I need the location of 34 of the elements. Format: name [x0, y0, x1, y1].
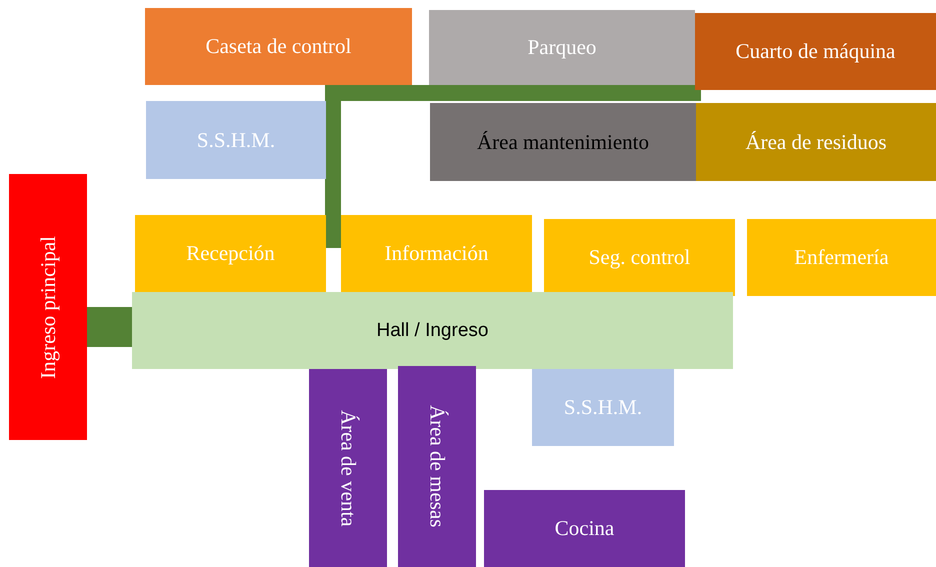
- zone-block: [135, 215, 326, 292]
- zone-label: Hall / Ingreso: [376, 320, 488, 342]
- zone-block: [484, 490, 685, 567]
- zone-label: Cuarto de máquina: [736, 39, 896, 64]
- zone-block: [341, 215, 532, 292]
- zone-label: Seg. control: [588, 245, 690, 270]
- zone-block: [429, 10, 695, 85]
- connector-bar: [87, 307, 132, 347]
- zone-block: [398, 366, 476, 567]
- zone-block: [145, 8, 412, 85]
- zone-label: Enfermería: [794, 245, 889, 270]
- zone-block: [747, 219, 936, 296]
- zone-label: Área mantenimiento: [476, 130, 650, 154]
- zone-label: Caseta de control: [206, 34, 352, 59]
- zone-label: Área de venta: [336, 410, 360, 526]
- zone-block: [146, 101, 326, 179]
- zone-block: [430, 103, 696, 181]
- zone-block: [532, 369, 674, 446]
- zone-label: Cocina: [554, 516, 614, 541]
- zone-label: Área de residuos: [745, 130, 887, 154]
- connector-bar: [325, 84, 701, 248]
- zone-block: [9, 174, 87, 440]
- zone-label: Recepción: [186, 241, 275, 266]
- zone-label: Parqueo: [528, 35, 596, 60]
- zone-block: [544, 219, 735, 296]
- zone-label: S.S.H.M.: [564, 395, 642, 420]
- zone-block: [132, 292, 733, 369]
- zone-block: [309, 369, 387, 567]
- zone-label: Información: [384, 241, 488, 266]
- zone-label: Ingreso principal: [36, 236, 60, 378]
- zone-label: S.S.H.M.: [196, 128, 276, 152]
- zone-block: [696, 103, 936, 181]
- zone-block: [695, 13, 936, 90]
- zone-label: Área de mesas: [424, 405, 450, 528]
